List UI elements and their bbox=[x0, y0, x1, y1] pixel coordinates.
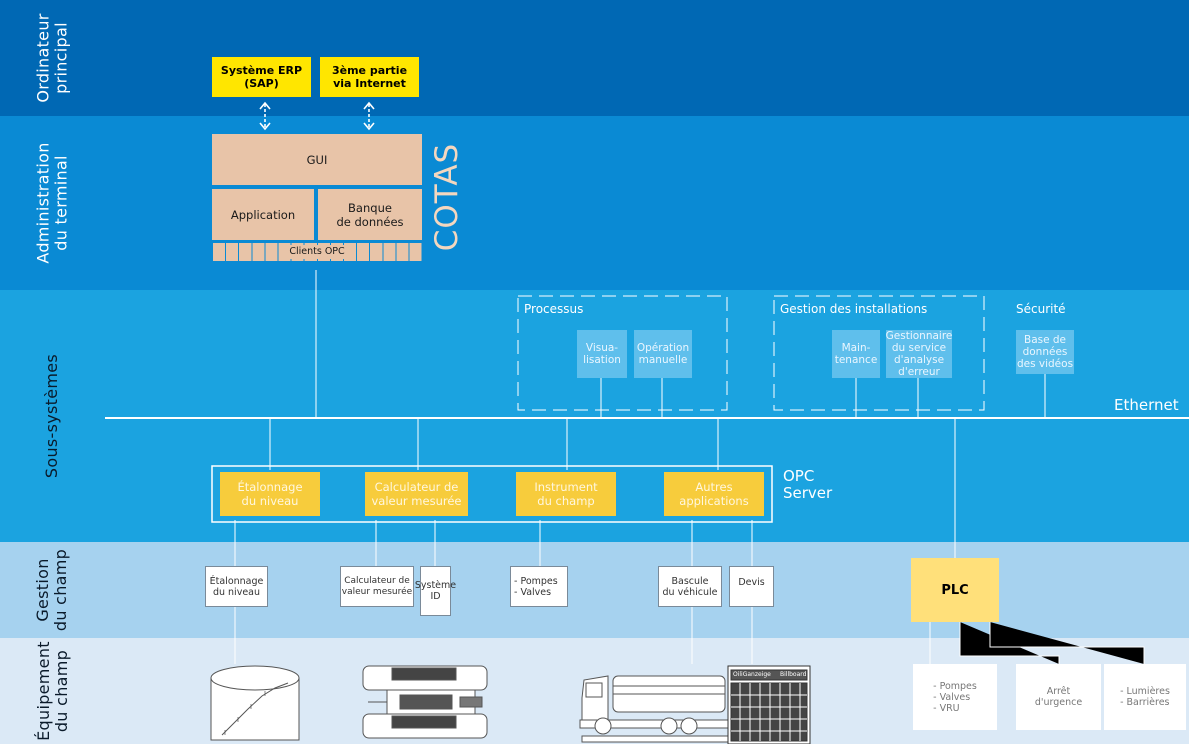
band-ordinateur-principal bbox=[0, 0, 1189, 116]
ethernet-label: Ethernet bbox=[1114, 396, 1179, 414]
database-box: Banque de données bbox=[318, 189, 422, 240]
gui-box: GUI bbox=[212, 134, 422, 185]
billboard-left-label: OiliGanzeige bbox=[733, 671, 771, 678]
third-party-box: 3ème partie via Internet bbox=[320, 57, 419, 97]
fm-bascule-box: Bascule du véhicule bbox=[658, 566, 722, 607]
visualisation-box: Visua- lisation bbox=[577, 330, 627, 378]
application-box: Application bbox=[212, 189, 314, 240]
opc-instrument-box: Instrument du champ bbox=[516, 472, 616, 516]
band-administration bbox=[0, 116, 1189, 290]
processus-title: Processus bbox=[524, 302, 584, 316]
fe-lumieres-box: - Lumières - Barrières bbox=[1104, 664, 1186, 730]
fm-etalonnage-box: Étalonnage du niveau bbox=[205, 566, 268, 607]
securite-title: Sécurité bbox=[1016, 302, 1066, 316]
truck-icon bbox=[579, 675, 735, 743]
opc-clients-label: Clients OPC bbox=[286, 245, 348, 259]
opc-autres-box: Autres applications bbox=[664, 472, 764, 516]
videos-box: Base de données des vidéos bbox=[1016, 330, 1074, 374]
opc-clients-baseline bbox=[212, 261, 422, 262]
meter-skid-icon bbox=[362, 665, 488, 739]
fm-calculateur-box: Calculateur de valeur mesurée bbox=[340, 566, 414, 607]
maintenance-box: Main- tenance bbox=[832, 330, 880, 378]
fe-arret-box: Arrêt d'urgence bbox=[1016, 664, 1101, 730]
ethernet-line bbox=[105, 417, 1189, 419]
erp-system-box: Système ERP (SAP) bbox=[212, 57, 311, 97]
fm-systeme-id-box: Système ID bbox=[415, 566, 456, 616]
billboard-right-label: Billboard bbox=[780, 671, 807, 678]
opc-etalonnage-box: Étalonnage du niveau bbox=[220, 472, 320, 516]
gestionnaire-box: Gestionnaire du service d'analyse d'erre… bbox=[885, 330, 953, 378]
opc-calculateur-box: Calculateur de valeur mesurée bbox=[365, 472, 468, 516]
fe-pompes-vru-box: - Pompes - Valves - VRU bbox=[913, 664, 997, 730]
operation-manuelle-box: Opération manuelle bbox=[634, 330, 692, 378]
installations-title: Gestion des installations bbox=[780, 302, 928, 316]
fm-devis-box: Devis bbox=[729, 566, 774, 607]
billboard-icon bbox=[727, 665, 811, 744]
plc-box: PLC bbox=[911, 558, 999, 622]
opc-server-label: OPC Server bbox=[783, 467, 833, 502]
fm-pompes-box: - Pompes - Valves bbox=[510, 566, 568, 607]
tank-icon bbox=[210, 665, 300, 741]
